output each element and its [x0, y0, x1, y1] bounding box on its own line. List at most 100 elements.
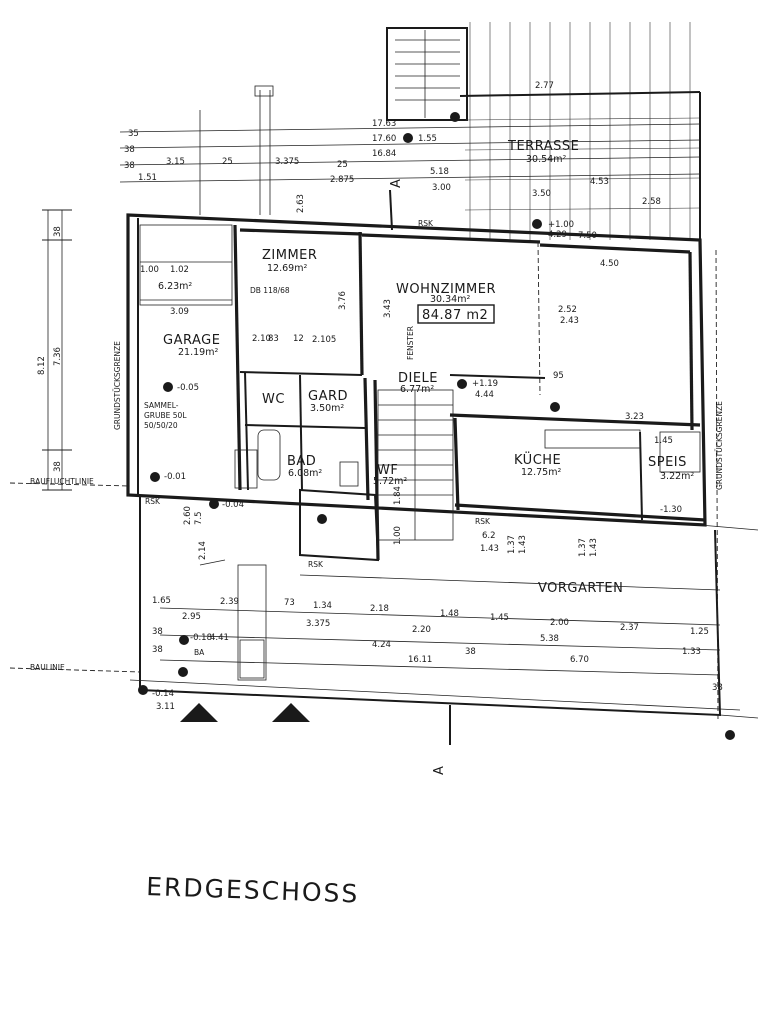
dim: 5.18 — [430, 167, 449, 177]
dim: 2.00 — [550, 618, 569, 628]
terrasse-area: 30.54m² — [526, 154, 566, 165]
dim: 6.2 — [482, 531, 496, 541]
dim: 1.45 — [490, 613, 509, 623]
dim: 8.12 — [37, 356, 47, 375]
bad-area: 6.08m² — [288, 468, 322, 479]
dim: 4.44 — [475, 390, 494, 400]
dim: 7.5 — [194, 511, 204, 525]
dim: 2.77 — [535, 81, 554, 91]
dim: 1.43 — [589, 538, 599, 557]
dim: 38 — [152, 645, 163, 655]
dim: 1.37 — [578, 538, 588, 557]
dim: -0.05 — [177, 383, 199, 393]
dim: 38 — [465, 647, 476, 657]
dim: 4.41 — [210, 633, 229, 643]
ba-label: BA — [194, 648, 205, 657]
dim: 2.39 — [220, 597, 239, 607]
sammelgrube-label-3: 50/50/20 — [144, 421, 178, 430]
diele-name: DIELE — [398, 371, 438, 386]
dim: 4.29 — [548, 230, 567, 240]
wohnzimmer-name: WOHNZIMMER — [396, 282, 496, 297]
dim: 2.14 — [198, 541, 208, 560]
dim: -0.04 — [222, 500, 244, 510]
dim: 3.23 — [625, 412, 644, 422]
wohnzimmer-area: 30.34m² — [430, 294, 470, 305]
speis-name: SPEIS — [648, 455, 687, 470]
dim: 38 — [124, 161, 135, 171]
kueche-area: 12.75m² — [521, 467, 561, 478]
dim: 7.36 — [53, 347, 63, 366]
dim: 4.53 — [590, 177, 609, 187]
dim: 6.70 — [570, 655, 589, 665]
baufluchtlinie-label: BAUFLUCHTLINIE — [30, 477, 94, 486]
dim: 1.34 — [313, 601, 332, 611]
dim: 2.37 — [620, 623, 639, 633]
dim: 1.00 — [140, 265, 159, 275]
dim: 3.11 — [156, 702, 175, 712]
dim: 1.55 — [418, 134, 437, 144]
grundstuecksgrenze-right: GRUNDSTÜCKSGRENZE — [715, 401, 724, 490]
dim: 1.48 — [440, 609, 459, 619]
vorgarten-name: VORGARTEN — [538, 581, 623, 596]
site-area — [9, 112, 758, 745]
dim: 2.43 — [560, 316, 579, 326]
zimmer-name: ZIMMER — [262, 248, 317, 263]
gard-area: 3.50m² — [310, 403, 344, 414]
dim: 4.50 — [600, 259, 619, 269]
dim: 2.875 — [330, 175, 354, 185]
dimension-labels: 35 38 38 1.51 3.15 25 3.375 2.875 25 5.1… — [37, 81, 723, 712]
terrasse-name: TERRASSE — [507, 139, 579, 154]
dim: 17.63 — [372, 119, 396, 129]
dim: 1.33 — [682, 647, 701, 657]
dim: 25 — [222, 157, 233, 167]
dim: +1.19 — [472, 379, 498, 389]
dim: 1.45 — [654, 436, 673, 446]
dim: 17.60 — [372, 134, 396, 144]
dim: 38 — [152, 627, 163, 637]
dim: 3.43 — [383, 299, 393, 318]
dim: 38 — [712, 683, 723, 693]
dim: 3.15 — [166, 157, 185, 167]
dim: -0.18 — [190, 633, 212, 643]
dim: 2.63 — [296, 194, 306, 213]
dim: 38 — [53, 226, 63, 237]
sammelgrube-label: SAMMEL- — [144, 401, 179, 410]
fenster-label: FENSTER — [406, 326, 415, 360]
dim: 3.09 — [170, 307, 189, 317]
kueche-name: KÜCHE — [514, 451, 561, 468]
dim: -0.01 — [164, 472, 186, 482]
dim: 3.375 — [275, 157, 299, 167]
speis-area: 3.22m² — [660, 471, 694, 482]
dim: -0.14 — [152, 689, 174, 699]
terrace-area — [119, 22, 701, 245]
rsk-label-2: RSK — [145, 497, 161, 506]
dim: 3.375 — [306, 619, 330, 629]
dim: 1.65 — [152, 596, 171, 606]
dim: 3.00 — [432, 183, 451, 193]
wc-name: WC — [262, 392, 285, 407]
dim: 12 — [293, 334, 304, 344]
dim: 1.43 — [480, 544, 499, 554]
bad-name: BAD — [287, 454, 316, 469]
wf-area: 5.72m² — [373, 476, 407, 487]
garage-name: GARAGE — [163, 333, 220, 348]
dim: 4.24 — [372, 640, 391, 650]
dim: 1.51 — [138, 173, 157, 183]
section-a-bottom: A — [432, 766, 447, 775]
dim: 73 — [284, 598, 295, 608]
dim: 35 — [128, 129, 139, 139]
grundstuecksgrenze-left: GRUNDSTÜCKSGRENZE — [113, 341, 122, 430]
dim: 38 — [124, 145, 135, 155]
building-walls — [126, 213, 707, 562]
dim: 38 — [53, 461, 63, 472]
dim: 1.00 — [393, 526, 403, 545]
db-label: DB 118/68 — [250, 286, 290, 295]
dim: 2.20 — [412, 625, 431, 635]
small-room-area: 6.23m² — [158, 281, 192, 292]
wf-name: WF — [377, 463, 398, 478]
dim: 5.38 — [540, 634, 559, 644]
rsk-label-3: RSK — [475, 517, 491, 526]
dim: 25 — [337, 160, 348, 170]
dim: 2.10 — [252, 334, 271, 344]
